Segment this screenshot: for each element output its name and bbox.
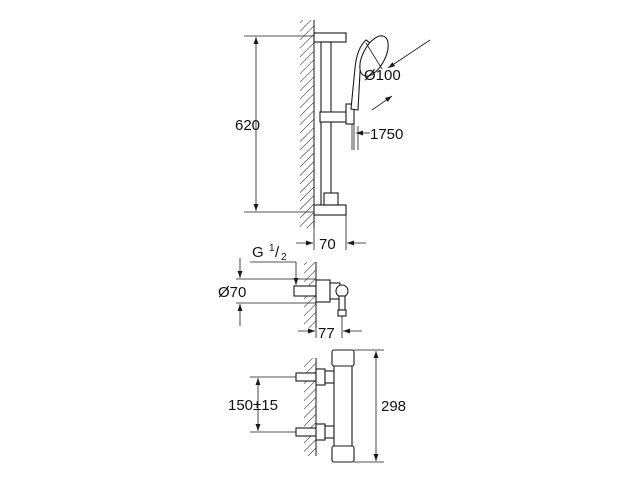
lower-inlet-pipe <box>295 427 317 437</box>
wall-outlet-view: G 1 / 2 Ø70 77 <box>218 243 362 342</box>
bottom-bracket-cap <box>323 192 339 206</box>
thread-fraction-numerator: 1 <box>269 243 275 254</box>
dim-wall-to-rail: 70 <box>319 236 336 253</box>
spray-face-rim <box>365 42 383 70</box>
lower-inlet-nut <box>324 425 335 439</box>
dim-bar-height: 620 <box>235 117 260 134</box>
dim-hose-length: 1750 <box>370 126 403 143</box>
outlet-nipple <box>338 295 346 311</box>
dim-inlet-spacing: 150±15 <box>228 397 278 414</box>
outlet-nut <box>337 309 347 317</box>
outlet-rosette <box>315 279 331 303</box>
leader-d100-bottom <box>371 95 393 111</box>
dim-wall-to-outlet: 77 <box>318 325 335 342</box>
slide-rail <box>320 41 332 211</box>
top-wall-bracket <box>313 32 347 43</box>
wall-hatch-top <box>300 20 314 228</box>
upper-handle <box>331 349 355 367</box>
thread-fraction-slash: / <box>275 244 280 261</box>
thread-fraction-denominator: 2 <box>281 252 287 263</box>
dim-mixer-length: 298 <box>381 398 406 415</box>
dim-handshower-diameter: Ø100 <box>364 67 401 84</box>
dim-escutcheon-diameter: Ø70 <box>218 284 246 301</box>
thermostat-body <box>333 349 353 463</box>
shower-rail-view: 620 Ø100 1750 70 <box>235 20 431 253</box>
upper-inlet-pipe <box>295 372 317 382</box>
upper-inlet-rosette <box>315 368 326 386</box>
upper-inlet-nut <box>324 370 335 384</box>
outlet-connector <box>335 284 349 298</box>
leader-d100-top <box>387 39 431 69</box>
thermostat-mixer-view: 150±15 298 <box>228 349 406 463</box>
slider-holder <box>345 103 355 125</box>
lower-inlet-rosette <box>315 423 326 441</box>
slider-block <box>319 111 349 123</box>
thread-g: G <box>252 244 264 261</box>
bottom-wall-bracket <box>313 204 347 216</box>
outlet-pipe-stub <box>293 285 317 297</box>
lower-handle <box>331 445 355 463</box>
